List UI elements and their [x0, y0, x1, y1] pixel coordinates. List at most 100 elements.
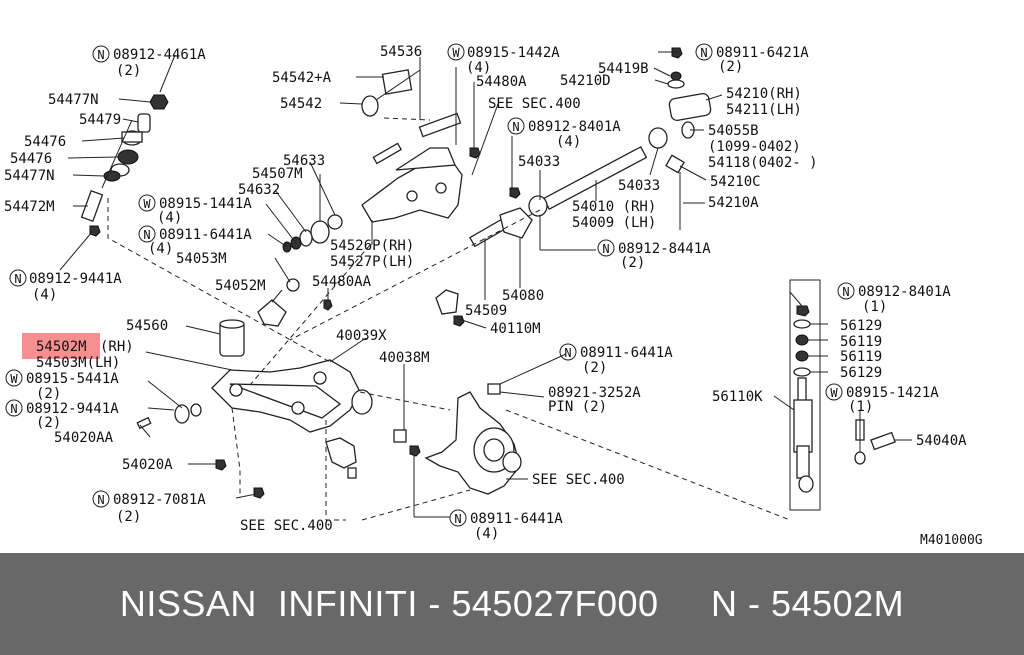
prefix-circles — [5, 43, 855, 527]
label-54020a: 54020A — [122, 457, 173, 473]
label-56129: 56129 — [840, 318, 882, 334]
prefix-n: N — [842, 285, 849, 299]
prefix-n: N — [143, 228, 150, 242]
label-56119: 56119 — [840, 334, 882, 350]
label-54509: 54509 — [465, 303, 507, 319]
label-08912-7081a: 08912-7081A — [113, 492, 206, 508]
label-08911-6421a: 08911-6421A — [716, 45, 809, 61]
figure-code: M401000G — [920, 533, 983, 548]
label-08915-1421a: 08915-1421A — [846, 385, 939, 401]
label-54480a: 54480A — [476, 74, 527, 90]
label-54020aa: 54020AA — [54, 430, 114, 446]
label-56119: 56119 — [840, 349, 882, 365]
qty-label: (1) — [848, 399, 873, 415]
part-labels: N 08912-4461A (2) 54477N 54479 54476 544… — [4, 44, 983, 548]
label-08915-1441a: 08915-1441A — [159, 196, 252, 212]
label-54472m: 54472M — [4, 199, 55, 215]
label-54476: 54476 — [24, 134, 66, 150]
label-08912-8401a: 08912-8401A — [858, 284, 951, 300]
qty-label: (4) — [556, 134, 581, 150]
label-54479: 54479 — [79, 112, 121, 128]
prefix-n: N — [97, 48, 104, 62]
qty-label: (2) — [36, 415, 61, 431]
qty-label: (2) — [36, 386, 61, 402]
label-54419b: 54419B — [598, 61, 649, 77]
prefix-n: N — [454, 512, 461, 526]
qty-label: (2) — [116, 63, 141, 79]
see-sec-400-label: SEE SEC.400 — [240, 518, 333, 534]
label-40110m: 40110M — [490, 321, 541, 337]
prefix-w: W — [830, 386, 838, 400]
label-54009: 54009 (LH) — [572, 215, 656, 231]
qty-label: (2) — [116, 509, 141, 525]
label-54040a: 54040A — [916, 433, 967, 449]
label-08921-3252a: 08921-3252A — [548, 385, 641, 401]
label-08911-6441a: 08911-6441A — [580, 345, 673, 361]
prefix-w: W — [452, 46, 460, 60]
label-54477n: 54477N — [4, 168, 55, 184]
see-sec-400-label: SEE SEC.400 — [488, 96, 581, 112]
label-54210c: 54210C — [710, 174, 761, 190]
label-08915-5441a: 08915-5441A — [26, 371, 119, 387]
reference-lines — [107, 117, 791, 521]
label-54211-lh: 54211(LH) — [726, 102, 802, 118]
label-56110k: 56110K — [712, 389, 763, 405]
label-08912-8401a: 08912-8401A — [528, 119, 621, 135]
label-54010: 54010 (RH) — [572, 199, 656, 215]
label-08912-4461a: 08912-4461A — [113, 47, 206, 63]
part-number-banner: NISSAN INFINITI - 545027F000 N - 54502M — [0, 553, 1024, 655]
label-54053m: 54053M — [176, 251, 227, 267]
label-pin: PIN (2) — [548, 399, 607, 415]
label-54542a: 54542+A — [272, 70, 332, 86]
prefix-n: N — [700, 46, 707, 60]
label-08911-6441a: 08911-6441A — [470, 511, 563, 527]
prefix-n: N — [14, 272, 21, 286]
label-54542: 54542 — [280, 96, 322, 112]
prefix-w: W — [10, 372, 18, 386]
see-sec-400-label: SEE SEC.400 — [532, 472, 625, 488]
label-54055b: 54055B — [708, 123, 759, 139]
label-54480aa: 54480AA — [312, 274, 372, 290]
parts-diagram: N 08912-4461A (2) 54477N 54479 54476 544… — [4, 43, 983, 548]
label-08915-1442a: 08915-1442A — [467, 45, 560, 61]
label-08912-9441a: 08912-9441A — [26, 401, 119, 417]
label-54033: 54033 — [518, 154, 560, 170]
label-08912-9441a: 08912-9441A — [29, 271, 122, 287]
label-54080: 54080 — [502, 288, 544, 304]
label-54633: 54633 — [283, 153, 325, 169]
label-08912-8441a: 08912-8441A — [618, 241, 711, 257]
leader-lines — [59, 51, 912, 518]
label-40038m: 40038M — [379, 350, 430, 366]
prefix-n: N — [564, 346, 571, 360]
banner-text: NISSAN INFINITI - 545027F000 N - 54502M — [119, 583, 905, 624]
qty-label: (2) — [620, 255, 645, 271]
label-54052m: 54052M — [215, 278, 266, 294]
label-54527p: 54527P(LH) — [330, 254, 414, 270]
qty-label: (4) — [466, 60, 491, 76]
prefix-n: N — [602, 242, 609, 256]
label-54476: 54476 — [10, 151, 52, 167]
qty-label: (2) — [718, 59, 743, 75]
label-54210d: 54210D — [560, 73, 611, 89]
label-54503m: 54503M(LH) — [36, 355, 120, 371]
label-40039x: 40039X — [336, 328, 387, 344]
label-54502m: 54502M — [36, 339, 87, 355]
qty-label: (4) — [157, 210, 182, 226]
qty-label: (4) — [148, 241, 173, 257]
label-54526p: 54526P(RH) — [330, 238, 414, 254]
label-54536: 54536 — [380, 44, 422, 60]
label-54033: 54033 — [618, 178, 660, 194]
qty-label: (1) — [862, 299, 887, 315]
label-08911-6441a: 08911-6441A — [159, 227, 252, 243]
label-54210-rh: 54210(RH) — [726, 86, 802, 102]
prefix-n: N — [512, 120, 519, 134]
part-drawings — [80, 47, 896, 511]
highlight-54502m — [22, 333, 100, 359]
label-54502m-side: (RH) — [100, 339, 134, 355]
qty-label: (4) — [474, 526, 499, 542]
label-54560: 54560 — [126, 318, 168, 334]
label-54210a: 54210A — [708, 195, 759, 211]
label-54477n: 54477N — [48, 92, 99, 108]
qty-label: (2) — [582, 360, 607, 376]
qty-label: (4) — [32, 287, 57, 303]
